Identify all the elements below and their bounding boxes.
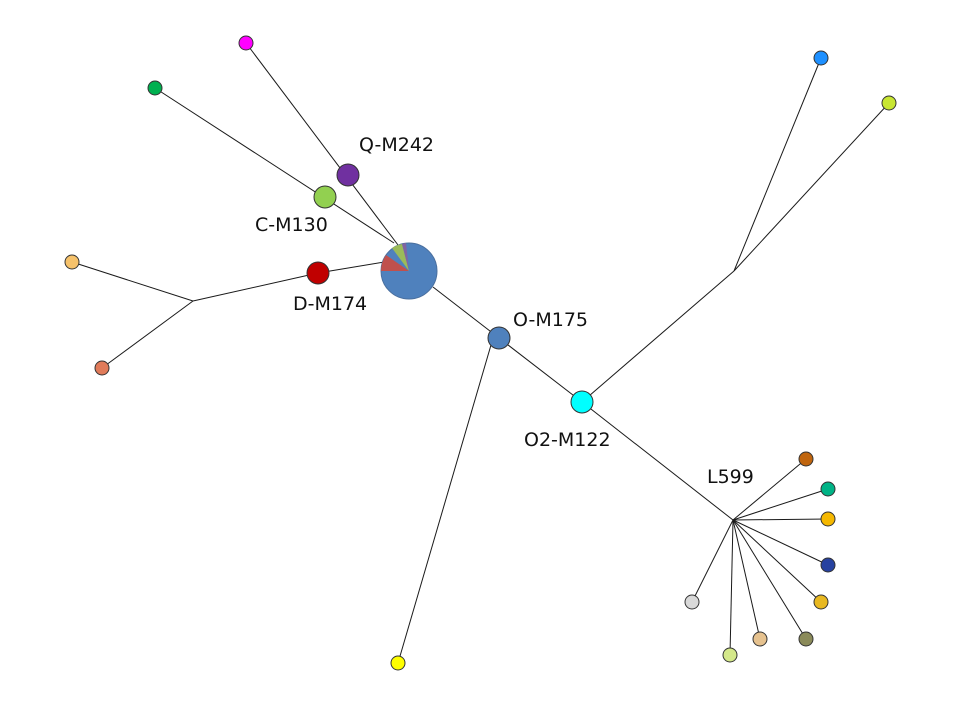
tip-node-navy	[820, 557, 836, 573]
edge-d-m174-branch	[192, 272, 319, 302]
label-d-m174: D-M174	[293, 293, 367, 315]
edge-l599-tan	[732, 519, 761, 640]
tip-node-light-orange	[64, 254, 80, 270]
edge-branch-light-orange	[71, 261, 194, 302]
edge-l599-light-green	[729, 519, 734, 656]
node-c-m130	[313, 185, 337, 209]
label-l599: L599	[707, 466, 754, 488]
edge-l599-gold	[732, 518, 829, 521]
tip-node-tan	[752, 631, 768, 647]
edge-l599-navy	[732, 519, 829, 566]
network-edges	[71, 42, 890, 664]
edge-l599-amber	[732, 519, 822, 603]
root-pie-slice-red	[380, 255, 409, 271]
edge-o2-m122-l599	[581, 401, 734, 521]
node-d-m174	[306, 261, 330, 285]
tip-node-gold	[820, 511, 836, 527]
edge-o-m175-o2-m122	[498, 337, 583, 403]
edge-o-m175-yellow	[397, 344, 492, 664]
tip-node-coral	[94, 360, 110, 376]
edge-l599-olive	[732, 519, 807, 640]
haplogroup-nodes	[306, 163, 594, 414]
tip-nodes	[64, 35, 897, 671]
root-pie-slice-green	[392, 244, 409, 271]
tip-node-yellow	[390, 655, 406, 671]
tip-node-light-green	[722, 647, 738, 663]
node-o2-m122	[570, 390, 594, 414]
tip-node-green	[147, 80, 163, 96]
tip-node-amber	[813, 594, 829, 610]
node-labels: Q-M242 C-M130 D-M174 O-M175 O2-M122 L599	[255, 134, 754, 488]
tip-node-magenta	[238, 35, 254, 51]
node-o-m175	[487, 326, 511, 350]
edge-root-o-m175	[432, 286, 500, 339]
tip-node-olive	[798, 631, 814, 647]
edge-branch-coral	[101, 300, 194, 369]
node-q-m242	[336, 163, 360, 187]
tip-node-grey	[684, 594, 700, 610]
tip-node-brown	[798, 451, 814, 467]
edge-l599-grey	[691, 519, 734, 603]
edge-l599-teal	[732, 488, 829, 521]
edge-root-magenta	[245, 42, 399, 246]
edge-l599-brown	[732, 458, 807, 521]
tip-node-yellow-green	[881, 95, 897, 111]
edge-root-green	[154, 87, 395, 244]
root-pie-node	[380, 242, 438, 300]
tip-node-blue	[813, 50, 829, 66]
edge-up-branch-yellow-green	[733, 102, 890, 272]
edge-o2-m122-branch-up	[581, 270, 735, 403]
label-q-m242: Q-M242	[359, 134, 434, 156]
edge-up-branch-blue	[733, 57, 822, 272]
root-pie-slice-purple	[402, 243, 409, 271]
label-o2-m122: O2-M122	[524, 429, 611, 451]
tip-node-teal	[820, 481, 836, 497]
label-c-m130: C-M130	[255, 214, 328, 236]
label-o-m175: O-M175	[513, 309, 588, 331]
